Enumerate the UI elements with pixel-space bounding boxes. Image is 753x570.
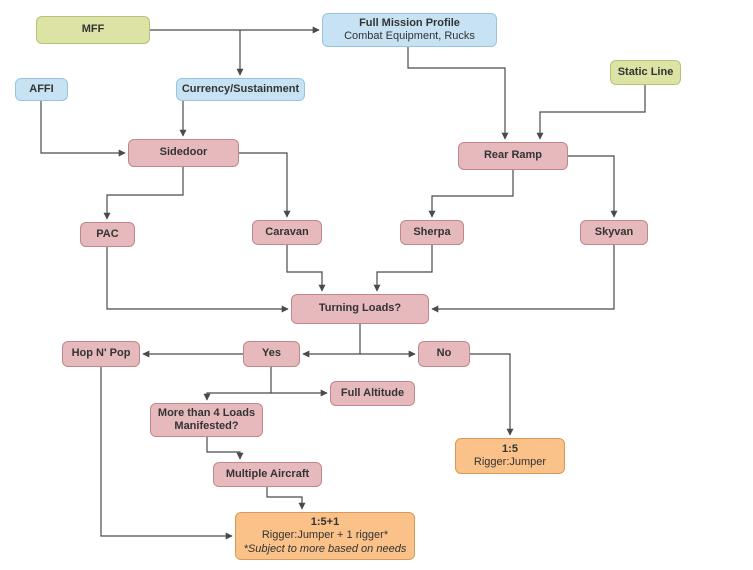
node-sherpa: Sherpa	[400, 220, 464, 245]
node-mff: MFF	[36, 16, 150, 44]
node-hop-n-pop: Hop N' Pop	[62, 341, 140, 367]
node-skyvan-label: Skyvan	[594, 225, 634, 238]
edge-skyvan-to-turning-loads	[431, 245, 615, 313]
node-skyvan: Skyvan	[580, 220, 648, 245]
node-ratio-1-5-1: 1:5+1 Rigger:Jumper + 1 rigger* *Subject…	[235, 512, 415, 560]
node-full-altitude: Full Altitude	[330, 381, 415, 406]
edge-affi-to-sidedoor	[40, 101, 126, 157]
edge-sidedoor-to-pac	[103, 167, 184, 220]
edge-rear-ramp-to-sherpa	[428, 170, 514, 218]
edge-pac-to-turning-loads	[106, 247, 289, 313]
edge-rear-ramp-to-skyvan	[568, 155, 618, 218]
edge-more-than-4-to-multiple-aircraft	[206, 437, 244, 460]
node-caravan-label: Caravan	[265, 225, 309, 238]
node-rear-ramp-label: Rear Ramp	[483, 149, 543, 162]
node-ratio-1-5-title: 1:5	[502, 442, 518, 455]
node-pac: PAC	[80, 222, 135, 247]
node-currency-sustainment-label: Currency/Sustainment	[181, 82, 300, 95]
edge-sidedoor-to-caravan	[239, 152, 291, 218]
node-more-than-4-loads-line1: More than 4 Loads	[157, 406, 256, 419]
node-mff-label: MFF	[81, 23, 105, 36]
node-static-line-label: Static Line	[617, 65, 674, 78]
node-currency-sustainment: Currency/Sustainment	[176, 78, 305, 101]
node-affi-label: AFFI	[29, 82, 54, 95]
node-ratio-1-5-1-subtitle: Rigger:Jumper + 1 rigger*	[261, 529, 389, 542]
node-no: No	[418, 341, 470, 367]
node-full-mission-profile-title: Full Mission Profile	[359, 16, 460, 29]
node-yes: Yes	[243, 341, 300, 367]
node-full-mission-profile: Full Mission Profile Combat Equipment, R…	[322, 13, 497, 47]
node-ratio-1-5: 1:5 Rigger:Jumper	[455, 438, 565, 474]
node-sherpa-label: Sherpa	[413, 225, 451, 238]
node-ratio-1-5-1-title: 1:5+1	[310, 516, 340, 529]
node-ratio-1-5-1-note: *Subject to more based on needs	[243, 542, 407, 555]
node-yes-label: Yes	[262, 347, 281, 360]
node-hop-n-pop-label: Hop N' Pop	[71, 347, 131, 360]
node-affi: AFFI	[15, 78, 68, 101]
node-turning-loads: Turning Loads?	[291, 294, 429, 324]
node-pac-label: PAC	[96, 227, 119, 240]
edge-hop-n-pop-to-1-5-1	[100, 367, 233, 540]
edge-caravan-to-turning-loads	[286, 245, 326, 292]
node-multiple-aircraft: Multiple Aircraft	[213, 462, 322, 487]
edge-yes-to-more-than-4	[203, 392, 271, 401]
edge-multiple-aircraft-to-1-5-1	[266, 487, 306, 510]
node-no-label: No	[436, 347, 452, 360]
edge-no-to-1-5	[470, 353, 514, 436]
node-more-than-4-loads-line2: Manifested?	[174, 420, 239, 432]
node-full-altitude-label: Full Altitude	[340, 386, 405, 399]
node-more-than-4-loads: More than 4 Loads Manifested?	[150, 403, 263, 437]
node-caravan: Caravan	[252, 220, 322, 245]
node-sidedoor-label: Sidedoor	[159, 146, 208, 159]
node-full-mission-profile-subtitle: Combat Equipment, Rucks	[344, 30, 475, 42]
node-sidedoor: Sidedoor	[128, 139, 239, 167]
node-ratio-1-5-subtitle: Rigger:Jumper	[473, 456, 547, 468]
edge-static-line-to-rear-ramp	[536, 85, 646, 140]
edge-fmp-to-rear-ramp	[407, 47, 509, 140]
node-rear-ramp: Rear Ramp	[458, 142, 568, 170]
node-static-line: Static Line	[610, 60, 681, 85]
node-multiple-aircraft-label: Multiple Aircraft	[225, 467, 310, 480]
node-turning-loads-label: Turning Loads?	[318, 302, 402, 315]
edge-yes-to-full-altitude	[270, 367, 328, 397]
edge-sherpa-to-turning-loads	[373, 245, 433, 292]
edge-turning-loads-to-yes	[302, 324, 361, 358]
